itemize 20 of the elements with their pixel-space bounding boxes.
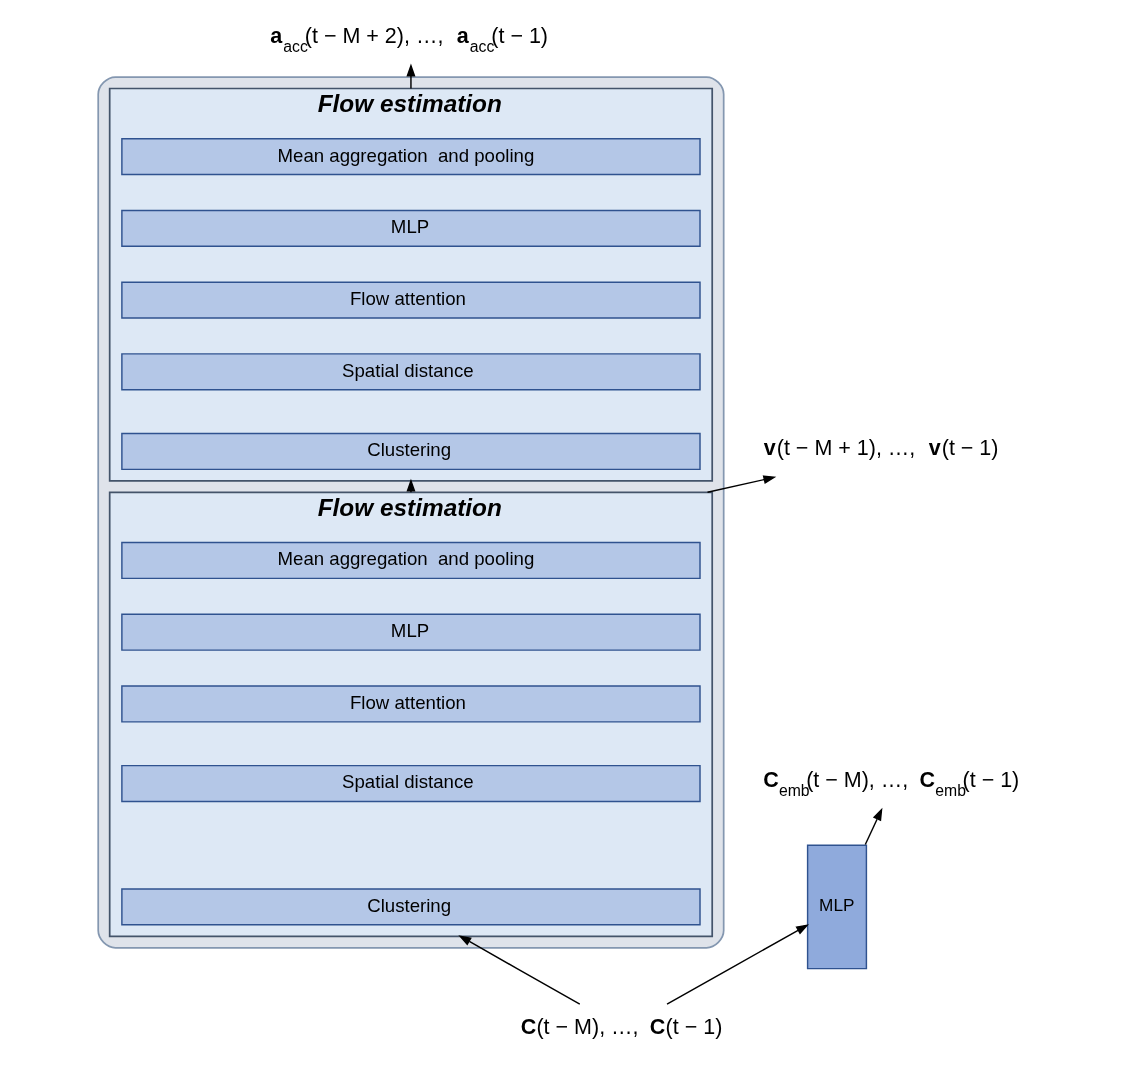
arrow [458, 935, 581, 1005]
arrow [666, 924, 809, 1005]
node-box: Clustering [121, 888, 701, 926]
node-box: Clustering [121, 432, 701, 471]
arrow [864, 807, 883, 846]
node-box: Mean aggregation and pooling [121, 541, 701, 580]
node-box: MLP [806, 844, 868, 970]
node-text: v(t − M + 1), …, v(t − 1) [763, 436, 999, 461]
arrow [406, 63, 416, 90]
node-box: Flow attention [121, 281, 701, 319]
node-box: Mean aggregation and pooling [121, 138, 701, 176]
arrow [706, 475, 777, 494]
node-text: C$_{emb}$(t − M), …, C$_{emb}$(t − 1) [763, 768, 1020, 799]
node-box: Spatial distance [121, 764, 701, 803]
node-box: Spatial distance [121, 353, 701, 391]
node-text: a$_{acc}$(t − M + 2), …, a$_{acc}$(t − 1) [270, 24, 549, 55]
node-text: C(t − M), …, C(t − 1) [520, 1014, 723, 1039]
node-box: MLP [121, 209, 701, 247]
node-box: Flow attention [121, 685, 701, 723]
node-box: MLP [121, 613, 701, 651]
